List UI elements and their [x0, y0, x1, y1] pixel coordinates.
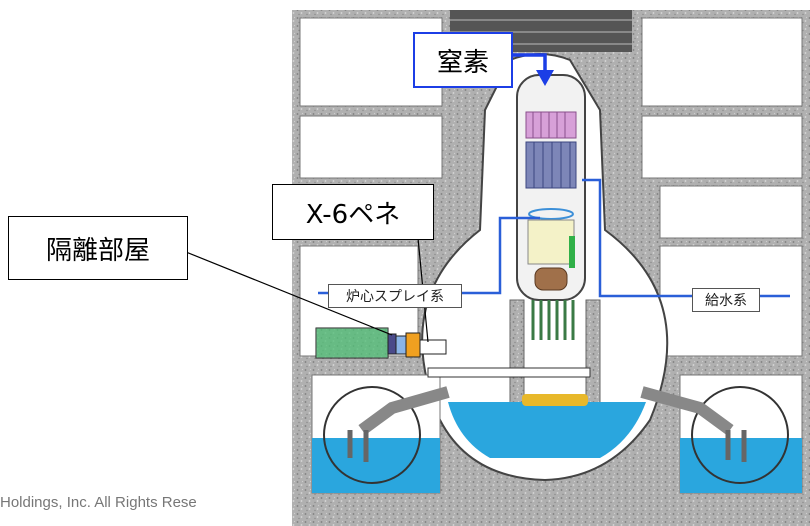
- vent-pipe-left: [358, 386, 450, 435]
- core-debris: [534, 267, 568, 291]
- nitrogen-label: 窒素: [413, 32, 513, 88]
- left-room: [299, 115, 443, 179]
- torus-water-left: [312, 438, 440, 493]
- steam-dryer: [525, 111, 577, 139]
- core-spray-label: 炉心スプレイ系: [328, 284, 462, 308]
- feedwater-label: 給水系: [692, 288, 760, 312]
- leader-line-isolation-room: [185, 251, 393, 336]
- core-region: [527, 219, 575, 265]
- x6-penetration-pipe: [427, 367, 591, 378]
- nitrogen-arrow: [510, 53, 547, 72]
- x6-penetration-label: X-6ペネ: [272, 184, 434, 240]
- isolation-room-seal: [387, 333, 397, 355]
- isolation-room-connector: [419, 339, 447, 355]
- containment-water: [448, 402, 646, 458]
- suppression-chamber-left: [323, 386, 421, 484]
- right-room: [641, 115, 803, 179]
- control-rod-drives: [531, 300, 575, 340]
- copyright-text: Holdings, Inc. All Rights Rese: [0, 494, 197, 511]
- nitrogen-arrowhead: [536, 70, 554, 86]
- right-room: [659, 185, 803, 239]
- torus-water-right: [680, 438, 802, 493]
- isolation-room-adapter: [405, 332, 421, 358]
- vent-pipe-right: [640, 386, 734, 435]
- suppression-chamber-right: [691, 386, 789, 484]
- fuel-debris: [522, 394, 588, 406]
- isolation-room-flange: [395, 335, 407, 355]
- right-room: [641, 17, 803, 107]
- isolation-room-label: 隔離部屋: [8, 216, 188, 280]
